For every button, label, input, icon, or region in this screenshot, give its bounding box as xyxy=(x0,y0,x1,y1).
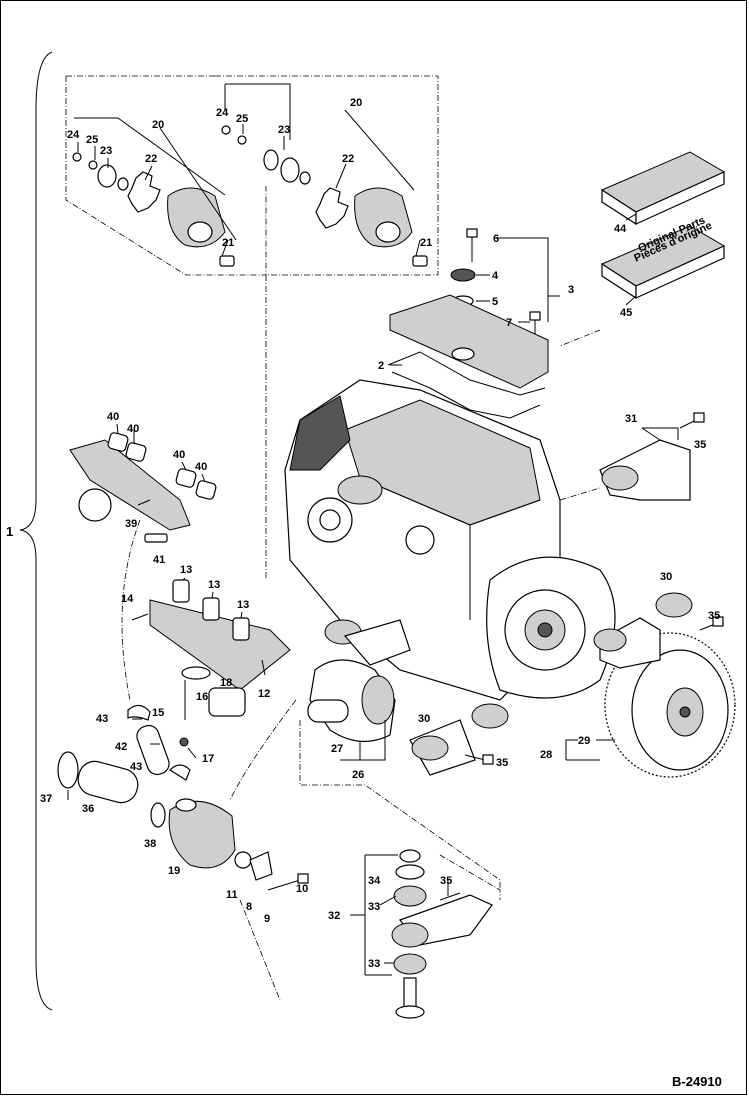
alternator-box-left xyxy=(65,76,267,276)
oil-filter xyxy=(181,666,246,720)
alternator-box-right xyxy=(215,75,439,580)
callout-23: 23 xyxy=(100,145,112,157)
alternator-right xyxy=(221,125,428,267)
callout-35: 35 xyxy=(440,875,452,887)
callout-3: 3 xyxy=(568,284,574,296)
callout-26: 26 xyxy=(352,769,364,781)
mount-stack xyxy=(391,849,493,1019)
callout-18: 18 xyxy=(220,677,232,689)
engine-mount-30-right xyxy=(593,592,724,669)
callout-21: 21 xyxy=(222,237,234,249)
callout-36: 36 xyxy=(82,803,94,815)
callout-34: 34 xyxy=(368,875,381,887)
callout-30: 30 xyxy=(660,571,672,583)
callout-37: 37 xyxy=(40,793,52,805)
callout-labels: 24 25 23 20 22 21 24 25 23 20 22 21 44 4… xyxy=(6,97,720,970)
callout-13: 13 xyxy=(180,564,192,576)
reference-number: B-24910 xyxy=(672,1074,722,1089)
callout-32: 32 xyxy=(328,910,340,922)
callout-22: 22 xyxy=(342,153,354,165)
operator-manual-44 xyxy=(600,151,726,226)
guide-lines xyxy=(121,329,601,1001)
callout-23: 23 xyxy=(278,124,290,136)
leader-lines xyxy=(67,83,679,976)
callout-15: 15 xyxy=(152,707,164,719)
callout-4: 4 xyxy=(492,270,499,282)
callout-7: 7 xyxy=(506,317,512,329)
callout-45: 45 xyxy=(620,307,632,319)
callout-29: 29 xyxy=(578,735,590,747)
callout-33: 33 xyxy=(368,958,380,970)
assembly-brace xyxy=(19,51,53,1011)
callout-43: 43 xyxy=(96,713,108,725)
callout-17: 17 xyxy=(202,753,214,765)
alternator-left xyxy=(72,152,235,267)
callout-5: 5 xyxy=(492,296,498,308)
callout-31: 31 xyxy=(625,413,637,425)
callout-40: 40 xyxy=(107,411,119,423)
assembly-label: 1 xyxy=(6,524,13,539)
hoses-and-turbo xyxy=(57,704,309,891)
callout-20: 20 xyxy=(152,119,164,131)
callout-44: 44 xyxy=(614,223,627,235)
callout-39: 39 xyxy=(125,518,137,530)
callout-35: 35 xyxy=(708,610,720,622)
callout-27: 27 xyxy=(331,743,343,755)
callout-9: 9 xyxy=(264,913,270,925)
callout-25: 25 xyxy=(236,113,248,125)
callout-43: 43 xyxy=(130,761,142,773)
callout-42: 42 xyxy=(115,741,127,753)
callout-16: 16 xyxy=(196,691,208,703)
engine-mount-31 xyxy=(599,412,705,501)
callout-40: 40 xyxy=(195,461,207,473)
callout-33: 33 xyxy=(368,901,380,913)
callout-20: 20 xyxy=(350,97,362,109)
callout-13: 13 xyxy=(208,579,220,591)
callout-6: 6 xyxy=(493,233,499,245)
engine-mount-30-left xyxy=(324,619,411,666)
callout-35: 35 xyxy=(496,757,508,769)
exhaust-manifold xyxy=(69,432,217,543)
starter-motor xyxy=(307,659,396,743)
callout-41: 41 xyxy=(153,554,165,566)
callout-40: 40 xyxy=(127,423,139,435)
callout-13: 13 xyxy=(237,599,249,611)
callout-10: 10 xyxy=(296,883,308,895)
callout-8: 8 xyxy=(246,901,252,913)
engine-mount-30-bottom xyxy=(409,703,509,776)
callout-21: 21 xyxy=(420,237,432,249)
callout-14: 14 xyxy=(121,593,134,605)
callout-28: 28 xyxy=(540,749,552,761)
flywheel-housing xyxy=(486,556,616,699)
callout-19: 19 xyxy=(168,865,180,877)
callout-25: 25 xyxy=(86,134,98,146)
callout-22: 22 xyxy=(145,153,157,165)
callout-40: 40 xyxy=(173,449,185,461)
callout-38: 38 xyxy=(144,838,156,850)
flywheel xyxy=(604,632,736,778)
intake-manifold xyxy=(131,579,291,691)
callout-2: 2 xyxy=(378,360,384,372)
callout-30: 30 xyxy=(418,713,430,725)
callout-12: 12 xyxy=(258,688,270,700)
callout-24: 24 xyxy=(216,107,229,119)
callout-11: 11 xyxy=(226,889,238,901)
callout-24: 24 xyxy=(67,129,80,141)
callout-35: 35 xyxy=(694,439,706,451)
valve-cover xyxy=(387,228,549,419)
